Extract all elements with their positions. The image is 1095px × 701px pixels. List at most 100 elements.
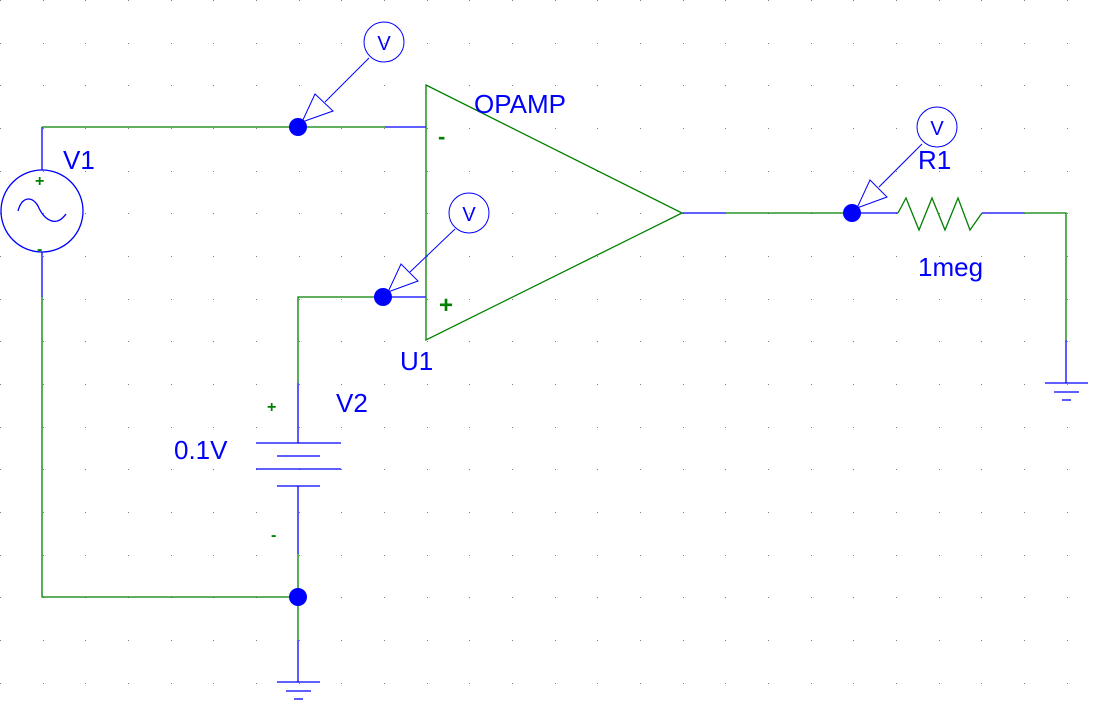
resistor-zigzag[interactable] — [897, 196, 983, 232]
grid-dot — [469, 597, 470, 598]
probe-inverting-input[interactable]: V — [301, 21, 405, 123]
ground-v2[interactable] — [277, 681, 320, 700]
v2-value[interactable]: 0.1V — [174, 435, 228, 465]
grid-dot — [341, 171, 342, 172]
grid-dot — [725, 683, 726, 684]
r1-resistor[interactable]: R1 1meg — [897, 145, 983, 282]
grid-dot — [0, 85, 1, 86]
grid-dot — [811, 256, 812, 257]
grid-dot — [469, 256, 470, 257]
probe-output[interactable]: V — [856, 106, 958, 209]
grid-dot — [1067, 213, 1068, 214]
grid-dot — [683, 555, 684, 556]
probe-arrow-icon — [856, 179, 888, 209]
grid-dot — [811, 555, 812, 556]
wire-gnd-net[interactable] — [41, 297, 298, 598]
grid-dot — [512, 341, 513, 342]
v1-minus-pin: - — [37, 241, 42, 258]
probe-marker-circle[interactable] — [916, 106, 958, 148]
grid-dot — [640, 427, 641, 428]
grid-dot — [981, 85, 982, 86]
grid-dot — [341, 0, 342, 1]
wire-r1-gnd-net[interactable] — [1024, 212, 1067, 340]
grid-dot — [469, 640, 470, 641]
grid-dot — [171, 213, 172, 214]
grid-dot — [1067, 299, 1068, 300]
grid-dot — [811, 43, 812, 44]
probe-noninverting-input[interactable]: V — [387, 192, 490, 293]
grid-dot — [683, 43, 684, 44]
grid-dot — [1024, 512, 1025, 513]
grid-dot — [939, 555, 940, 556]
grid-dot — [85, 85, 86, 86]
grid-dot — [811, 171, 812, 172]
grid-dot — [299, 213, 300, 214]
v1-ac-source[interactable]: + - V1 — [0, 145, 95, 258]
grid-dot — [384, 0, 385, 1]
grid-dot — [896, 384, 897, 385]
grid-dot — [640, 640, 641, 641]
grid-dot — [299, 341, 300, 342]
grid-dot — [171, 427, 172, 428]
grid-dot — [811, 341, 812, 342]
grid-dot — [256, 128, 257, 129]
grid-dot — [128, 171, 129, 172]
grid-dot — [128, 384, 129, 385]
grid-dot — [939, 0, 940, 1]
grid-dot — [256, 341, 257, 342]
probe-marker-circle[interactable] — [448, 192, 490, 234]
grid-dot — [512, 213, 513, 214]
grid-dot — [128, 640, 129, 641]
grid-dot — [981, 43, 982, 44]
grid-dot — [85, 43, 86, 44]
probe-marker-circle[interactable] — [363, 21, 405, 63]
opamp-triangle[interactable] — [425, 83, 684, 342]
r1-value[interactable]: 1meg — [918, 252, 983, 282]
grid-dot — [213, 299, 214, 300]
grid-dot — [341, 640, 342, 641]
grid-dot — [427, 427, 428, 428]
u1-opamp[interactable]: - + OPAMP U1 — [400, 83, 684, 376]
junction-dot[interactable] — [843, 204, 861, 222]
grid-dot — [427, 640, 428, 641]
grid-dot — [43, 512, 44, 513]
junction-dot[interactable] — [289, 588, 307, 606]
grid-dot — [0, 555, 1, 556]
grid-dot — [683, 85, 684, 86]
grid-dot — [128, 0, 129, 1]
grid-dot — [427, 341, 428, 342]
opamp-inverting-pin: - — [438, 124, 445, 149]
grid-dot — [171, 512, 172, 513]
v1-refdes[interactable]: V1 — [63, 145, 95, 175]
junction-dot[interactable] — [289, 118, 307, 136]
u1-refdes[interactable]: U1 — [400, 346, 433, 376]
grid-dot — [384, 256, 385, 257]
grid-dot — [640, 555, 641, 556]
grid-dot — [171, 683, 172, 684]
grid-dot — [555, 213, 556, 214]
v2-minus-pin: - — [271, 527, 276, 544]
v2-dc-source[interactable]: + - V2 0.1V — [174, 388, 368, 544]
grid-dot — [597, 171, 598, 172]
v2-refdes[interactable]: V2 — [336, 388, 368, 418]
wire-noninv-net[interactable] — [297, 296, 383, 383]
grid-dot — [341, 256, 342, 257]
junction-dot[interactable] — [374, 288, 392, 306]
grid-dot — [853, 555, 854, 556]
grid-dot — [555, 384, 556, 385]
v1-body[interactable] — [0, 169, 84, 253]
grid-dot — [213, 384, 214, 385]
grid-dot — [768, 128, 769, 129]
grid-dot — [981, 171, 982, 172]
grid-dot — [811, 597, 812, 598]
opamp-model-label[interactable]: OPAMP — [474, 89, 566, 119]
grid-dot — [725, 512, 726, 513]
ground-r1[interactable] — [1045, 382, 1088, 401]
grid-dot — [597, 384, 598, 385]
grid-dot — [256, 213, 257, 214]
grid-dot — [85, 171, 86, 172]
grid-dot — [640, 213, 641, 214]
grid-dot — [597, 512, 598, 513]
r1-refdes[interactable]: R1 — [918, 145, 951, 175]
